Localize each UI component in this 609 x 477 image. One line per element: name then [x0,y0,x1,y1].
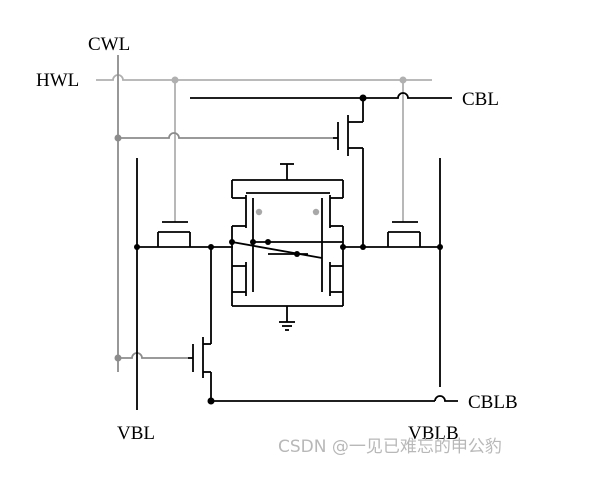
watermark-text: CSDN @一见已难忘的申公豹 [278,437,502,457]
cwl-branch-bottom [118,352,188,359]
junction-cross-a [250,239,256,245]
hwl-wire-group [96,74,432,222]
cross-wire-b [231,241,323,259]
hwl-line [96,74,432,81]
label-hwl: HWL [36,70,79,91]
junction-node-q [229,239,235,245]
junction-node-qb [340,244,346,250]
junction-cross-b [265,239,271,245]
junction-cbl [359,94,367,102]
hwl-junction-left [171,76,179,84]
junction-node-q-outer [208,244,214,250]
cbl-line [190,92,452,99]
pmos-left-bubble [255,208,263,216]
label-vbl: VBL [117,423,155,444]
cwl-wire-group [117,55,333,372]
cwl-junction-bottom [114,354,122,362]
hwl-junction-right [399,76,407,84]
junction-cblb [207,397,215,405]
junction-dots [134,94,443,405]
cwl-branch-top [118,132,333,139]
junction-cross-c [294,251,300,257]
label-cwl: CWL [88,34,130,55]
pmos-right-bubble [312,208,320,216]
cwl-junction-top [114,134,122,142]
black-wire-group [136,92,458,410]
label-cblb: CBLB [468,392,518,413]
cblb-hop [434,395,458,402]
label-vblb: VBLB [408,423,459,444]
label-cbl: CBL [462,89,499,110]
junction-vblb-node [437,244,443,250]
junction-vbl-node [134,244,140,250]
junction-qb-cbl [360,244,366,250]
